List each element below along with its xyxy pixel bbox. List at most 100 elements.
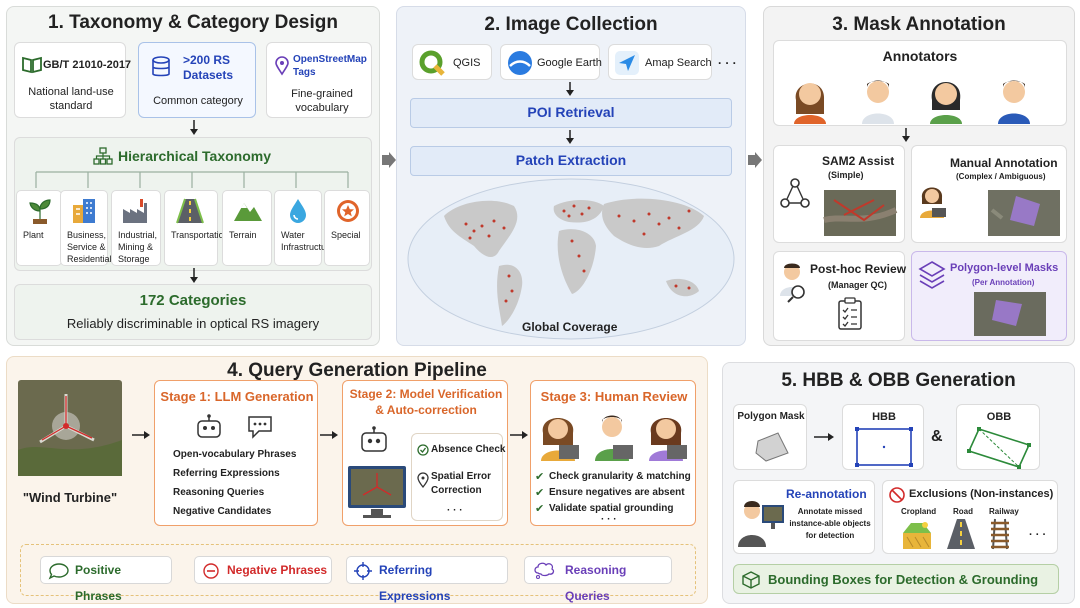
stage1-item: Open-vocabulary Phrases bbox=[173, 449, 297, 460]
obb-card: OBB bbox=[956, 404, 1040, 470]
taxonomy-connectors bbox=[35, 171, 349, 188]
arrow-right-icon bbox=[814, 433, 834, 441]
polygon-masks-card: Polygon-level Masks (Per Annotation) bbox=[911, 251, 1067, 341]
source-gbt-card: GB/T 21010-2017 National land-use standa… bbox=[14, 42, 131, 118]
stage1-item: Negative Candidates bbox=[173, 506, 272, 517]
reviewer-magnifier-icon bbox=[780, 263, 805, 303]
clipboard-checklist-icon bbox=[838, 297, 862, 330]
human-reviewers bbox=[541, 415, 687, 461]
legend-label: Negative Phrases bbox=[227, 563, 328, 577]
mask-annotation-title: 3. Mask Annotation bbox=[832, 14, 1006, 35]
qgis-icon bbox=[419, 50, 445, 76]
category-business: Business, Service & Residential bbox=[60, 190, 112, 266]
excl-item: Cropland bbox=[901, 507, 937, 516]
stage1-item: Reasoning Queries bbox=[173, 487, 265, 498]
category-label: Terrain bbox=[229, 230, 257, 240]
category-count: 172 Categories bbox=[139, 292, 247, 309]
satellite-thumbnail bbox=[823, 190, 898, 236]
robot-icon bbox=[361, 426, 387, 452]
source-datasets-title: >200 RS Datasets bbox=[183, 53, 234, 82]
arrow-down-icon bbox=[190, 120, 198, 135]
stage2-ellipsis: · · · bbox=[447, 505, 463, 516]
example-satellite-image bbox=[18, 380, 122, 476]
category-industrial: Industrial, Mining & Storage bbox=[111, 190, 161, 266]
legend-label: Positive Phrases bbox=[75, 563, 122, 603]
chat-bubble-icon bbox=[248, 416, 272, 439]
category-count-box bbox=[14, 284, 372, 340]
category-water: Water Infrastructure bbox=[274, 190, 334, 266]
sam2-sub: (Simple) bbox=[828, 170, 864, 180]
plant-icon bbox=[29, 199, 51, 224]
obb-box bbox=[967, 427, 1031, 469]
legend-label: Referring Expressions bbox=[379, 563, 451, 603]
excl-title: Exclusions (Non-instances) bbox=[909, 488, 1054, 500]
location-pin-icon bbox=[417, 472, 429, 489]
review-sub: (Manager QC) bbox=[828, 280, 888, 290]
query-generation-title: 4. Query Generation Pipeline bbox=[227, 360, 487, 381]
sam2-assist-card: SAM2 Assist (Simple) bbox=[773, 145, 905, 243]
category-terrain: Terrain bbox=[222, 190, 272, 266]
stage3-ellipsis: · · · bbox=[601, 514, 617, 525]
legend-label: Reasoning Queries bbox=[565, 563, 627, 603]
stage3-item: Check granularity & matching bbox=[549, 471, 691, 482]
stage3-card: Stage 3: Human Review ✔ Check granularit… bbox=[530, 380, 696, 526]
excl-item: Railway bbox=[989, 507, 1019, 516]
legend-referring: Referring Expressions bbox=[346, 556, 508, 603]
road-icon bbox=[176, 198, 204, 224]
avatar bbox=[862, 80, 894, 124]
legend-negative: Negative Phrases bbox=[194, 556, 332, 584]
hbb-obb-title: 5. HBB & OBB Generation bbox=[781, 370, 1016, 391]
arrow-down-icon bbox=[566, 82, 574, 96]
road-icon bbox=[947, 519, 975, 549]
hbb-card: HBB bbox=[842, 404, 924, 470]
review-title: Post-hoc Review bbox=[810, 262, 907, 276]
manual-sub: (Complex / Ambiguous) bbox=[956, 172, 1046, 181]
hbb-label: HBB bbox=[872, 411, 896, 423]
category-label: Water Infrastructure bbox=[281, 230, 335, 252]
tool-label: QGIS bbox=[453, 57, 481, 69]
stage3-title: Stage 3: Human Review bbox=[540, 389, 688, 404]
avatar bbox=[794, 83, 826, 124]
reannot-title: Re-annotation bbox=[786, 487, 867, 501]
globe-icon bbox=[508, 51, 532, 75]
railway-icon bbox=[991, 518, 1009, 550]
source-datasets-desc: Common category bbox=[153, 95, 243, 107]
tool-label: Google Earth bbox=[537, 57, 602, 69]
book-icon bbox=[22, 56, 42, 74]
category-label: Special bbox=[331, 230, 361, 240]
stage3-item: Validate spatial grounding bbox=[549, 503, 674, 514]
avatar bbox=[541, 418, 579, 461]
annotators-label: Annotators bbox=[882, 48, 958, 64]
hierarchy-icon bbox=[93, 147, 113, 165]
arrow-down-icon bbox=[566, 130, 574, 144]
patch-extraction-step: Patch Extraction bbox=[410, 146, 732, 176]
factory-icon bbox=[123, 199, 147, 223]
navigation-arrow-icon bbox=[615, 51, 639, 75]
cube-icon bbox=[742, 571, 760, 589]
source-osm-title: OpenStreetMap Tags bbox=[293, 54, 367, 78]
tool-google-earth: Google Earth bbox=[500, 44, 602, 80]
speech-bubble-icon bbox=[48, 563, 69, 580]
annotator-laptop-icon bbox=[920, 187, 946, 218]
tool-qgis: QGIS bbox=[412, 44, 492, 80]
category-label: Business, Service & Residential bbox=[67, 230, 112, 264]
satellite-thumbnail bbox=[988, 190, 1060, 236]
and-symbol: & bbox=[931, 428, 943, 445]
source-osm-desc: Fine-grained vocabulary bbox=[291, 88, 353, 114]
manual-title: Manual Annotation bbox=[950, 156, 1058, 170]
manual-annotation-card: Manual Annotation (Complex / Ambiguous) bbox=[911, 145, 1067, 243]
polygon-mask-label: Polygon Mask bbox=[737, 411, 805, 422]
stage2-item: Spatial Error bbox=[431, 471, 492, 482]
map-caption: Global Coverage bbox=[522, 320, 618, 334]
stage2-item: Absence Check bbox=[431, 444, 506, 455]
stage2-checklist bbox=[411, 433, 503, 521]
source-gbt-desc: National land-use standard bbox=[28, 86, 114, 112]
legend-frame bbox=[20, 544, 696, 596]
database-icon bbox=[152, 56, 170, 77]
legend-reasoning: Reasoning Queries bbox=[524, 556, 672, 603]
arrow-right-icon bbox=[382, 152, 396, 168]
water-drop-icon bbox=[290, 199, 306, 223]
source-osm-card: OpenStreetMap Tags Fine-grained vocabula… bbox=[266, 42, 372, 118]
satellite-thumbnail bbox=[974, 292, 1046, 336]
poly-title: Polygon-level Masks bbox=[950, 262, 1059, 274]
